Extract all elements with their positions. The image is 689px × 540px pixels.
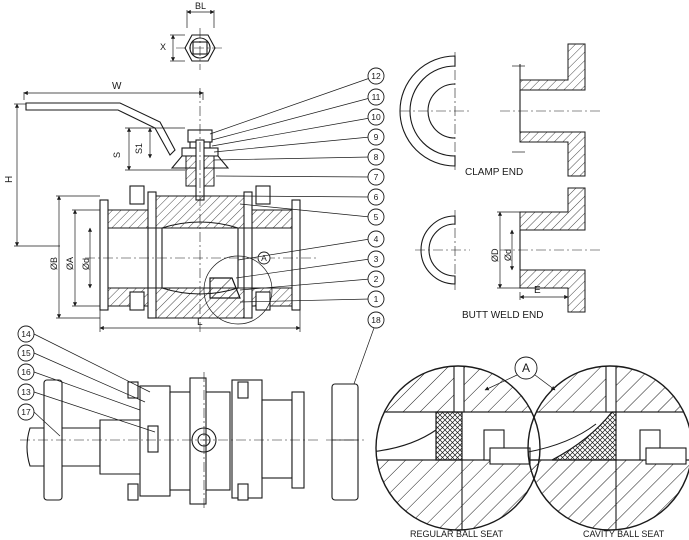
dim-h: H bbox=[4, 176, 15, 183]
part-11: 11 bbox=[372, 92, 381, 102]
butt-weld-end-label: BUTT WELD END bbox=[462, 310, 544, 321]
part-13: 13 bbox=[21, 387, 31, 397]
part-7: 7 bbox=[374, 172, 379, 182]
dim-e: E bbox=[534, 285, 541, 296]
part-12: 12 bbox=[371, 71, 381, 81]
seat-ring-view bbox=[326, 383, 364, 501]
dim-od2: Ød bbox=[503, 249, 513, 261]
main-section-view: W H S S1 bbox=[4, 77, 371, 335]
part-5: 5 bbox=[374, 212, 379, 222]
part-17: 17 bbox=[21, 407, 31, 417]
dim-ob: ØB bbox=[49, 257, 59, 270]
part-3: 3 bbox=[374, 254, 379, 264]
dim-w: W bbox=[112, 81, 122, 92]
butt-weld-end-view: ØD Ød E BUTT WELD END bbox=[415, 187, 600, 321]
clamp-end-view: CLAMP END bbox=[399, 43, 600, 178]
dim-bl: BL bbox=[195, 1, 206, 11]
top-nut-view: BL X bbox=[160, 1, 225, 70]
detail-a-label: A bbox=[522, 361, 530, 375]
dim-s1: S1 bbox=[134, 143, 144, 154]
part-bubbles-right: 12 11 10 9 8 7 6 5 4 3 2 1 18 bbox=[349, 67, 385, 396]
part-9: 9 bbox=[374, 132, 379, 142]
part-18: 18 bbox=[371, 315, 381, 325]
part-16: 16 bbox=[21, 367, 31, 377]
dim-oa: ØA bbox=[65, 257, 75, 270]
cavity-ball-seat-label: CAVITY BALL SEAT bbox=[583, 529, 665, 539]
dim-l: L bbox=[197, 317, 203, 328]
part-6: 6 bbox=[374, 192, 379, 202]
dim-od-cap: ØD bbox=[490, 248, 500, 262]
part-8: 8 bbox=[374, 152, 379, 162]
dim-s: S bbox=[112, 152, 122, 158]
part-10: 10 bbox=[371, 112, 381, 122]
cavity-ball-seat-detail: CAVITY BALL SEAT bbox=[527, 365, 689, 539]
clamp-end-label: CLAMP END bbox=[465, 167, 523, 178]
part-2: 2 bbox=[374, 274, 379, 284]
detail-a-small: A bbox=[261, 253, 267, 263]
dim-x: X bbox=[160, 42, 166, 52]
part-14: 14 bbox=[21, 329, 31, 339]
dim-od: Ød bbox=[81, 258, 91, 270]
part-1: 1 bbox=[374, 294, 379, 304]
regular-ball-seat-detail: REGULAR BALL SEAT bbox=[375, 365, 541, 539]
part-15: 15 bbox=[21, 348, 31, 358]
external-view: 14 15 16 13 17 bbox=[17, 325, 318, 510]
regular-ball-seat-label: REGULAR BALL SEAT bbox=[410, 529, 504, 539]
part-4: 4 bbox=[374, 234, 379, 244]
